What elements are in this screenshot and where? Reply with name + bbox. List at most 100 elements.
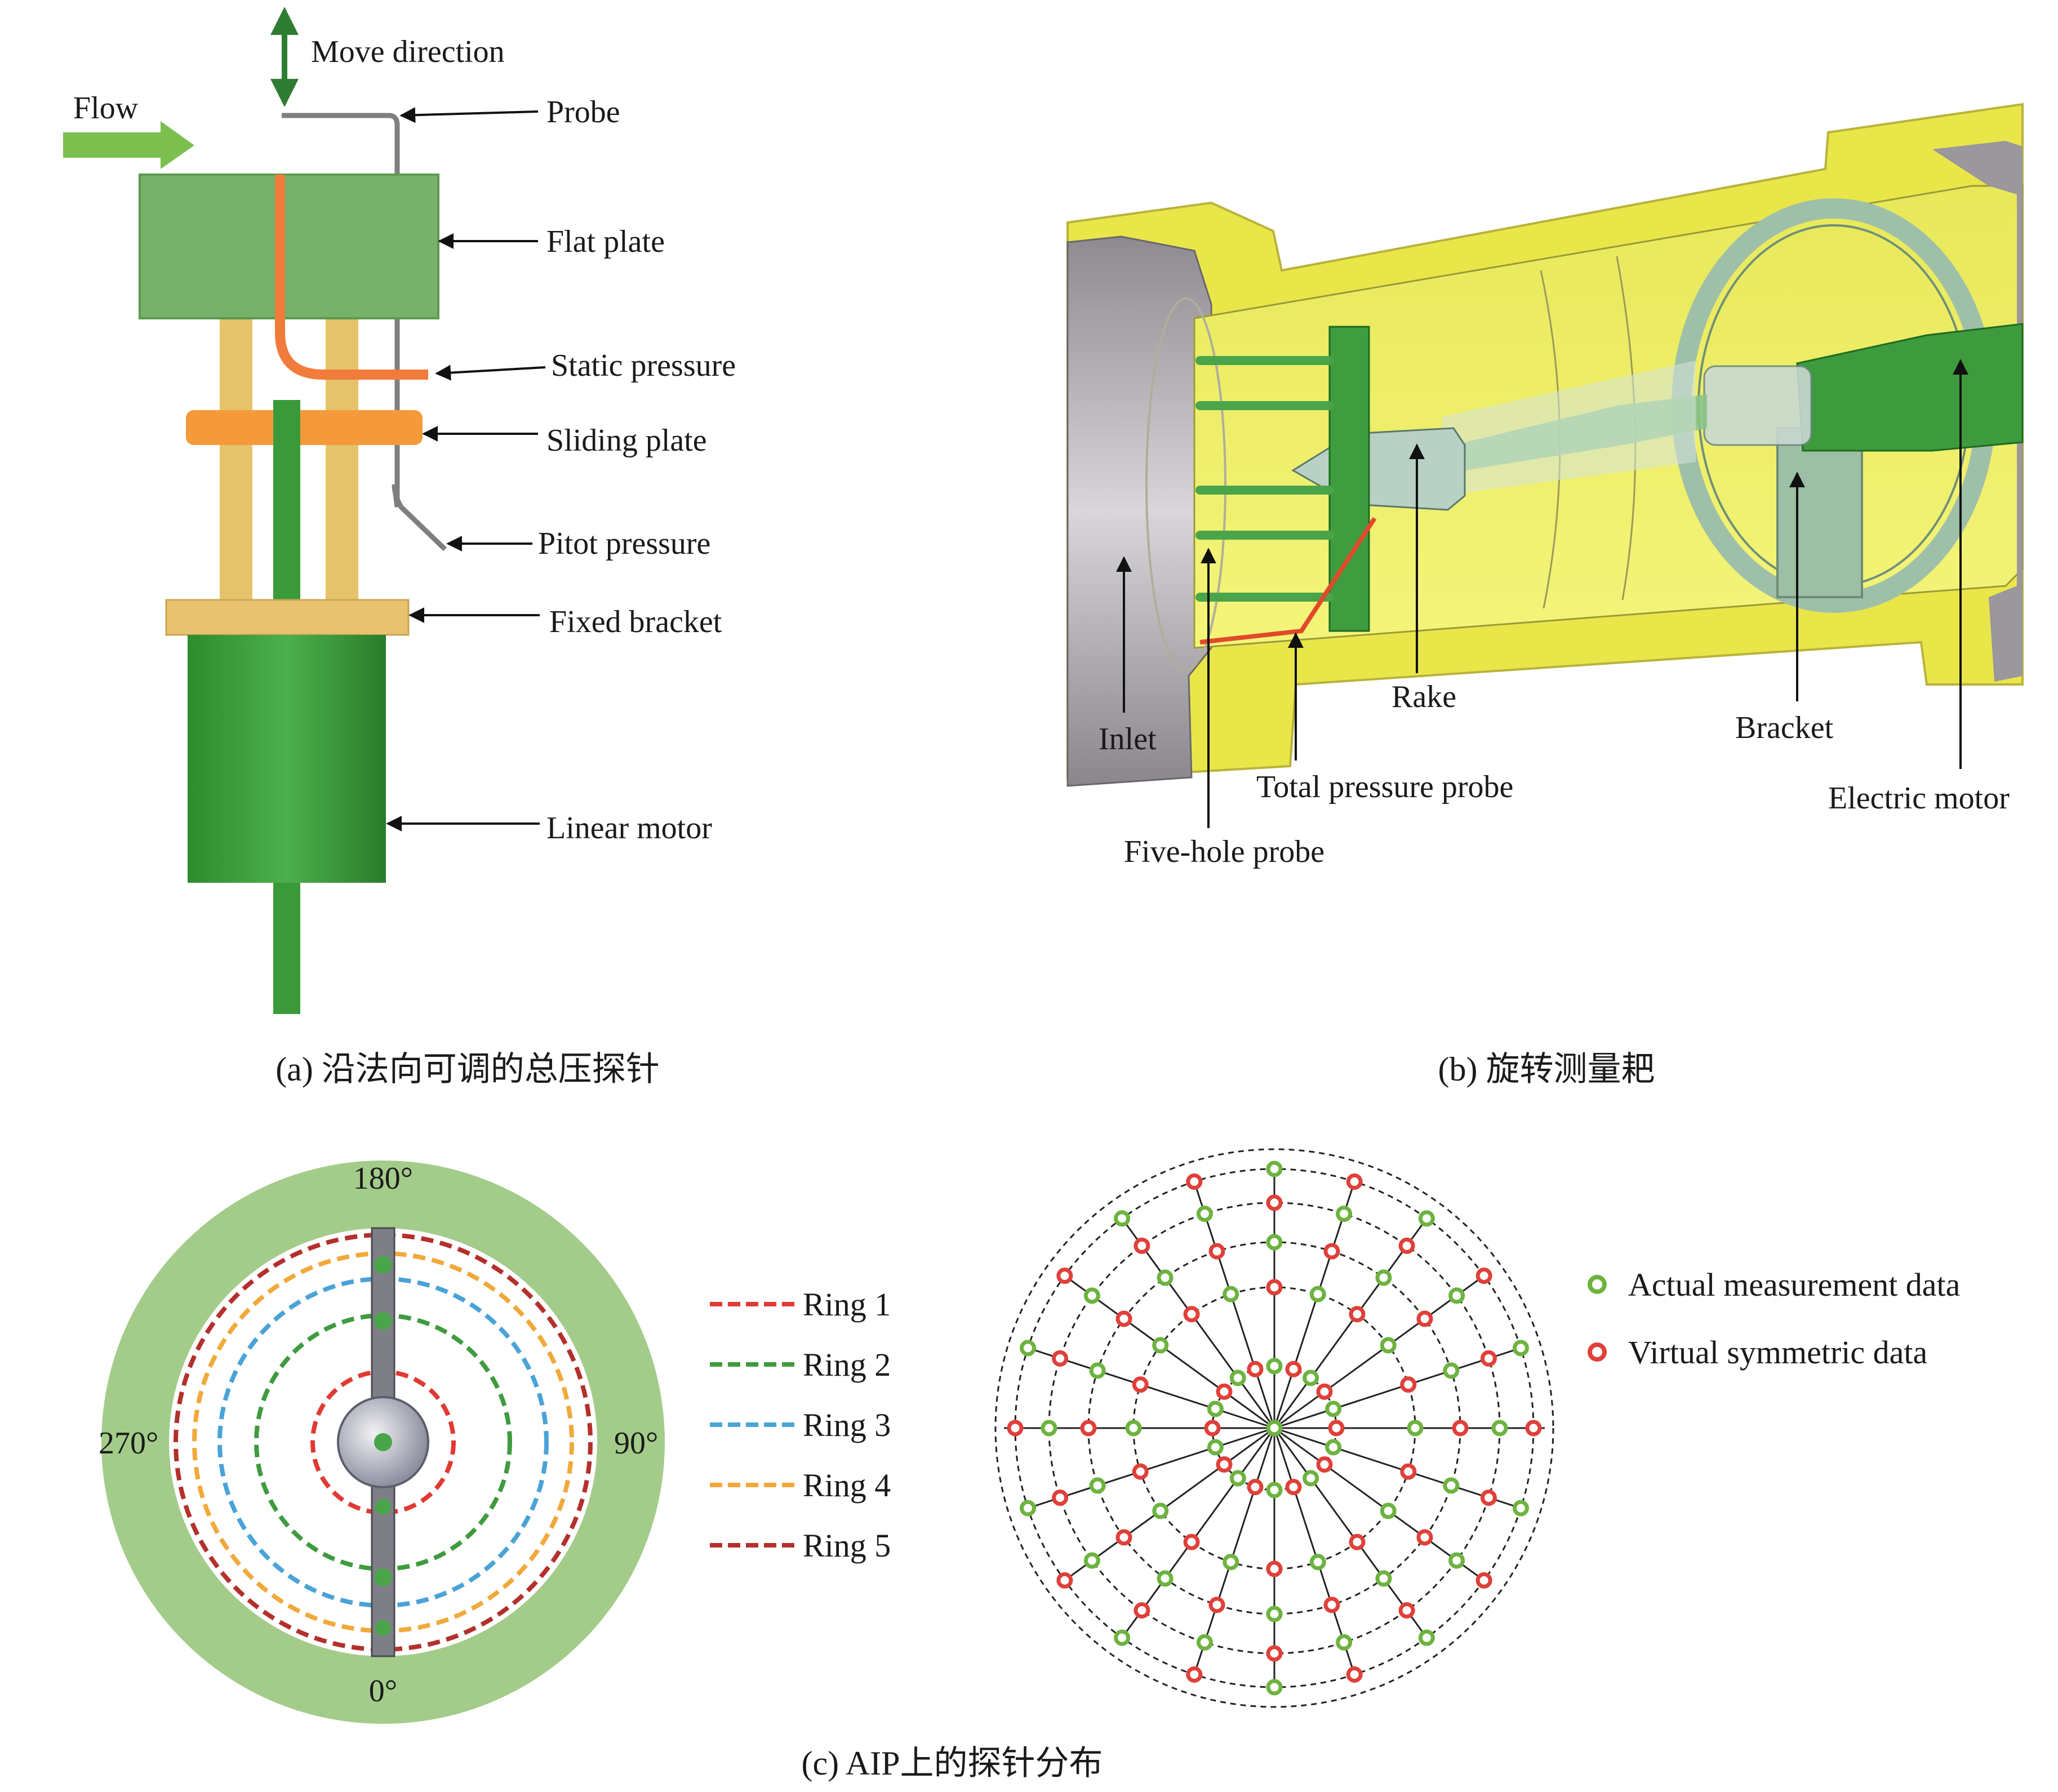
actual-data-point bbox=[1229, 1369, 1246, 1386]
grid-spoke bbox=[1273, 1217, 1428, 1429]
linear-motor bbox=[188, 635, 386, 883]
actual-data-point bbox=[1196, 1206, 1213, 1222]
actual-data-point bbox=[1443, 1477, 1460, 1494]
actual-data-label: Actual measurement data bbox=[1628, 1266, 1960, 1303]
virtual-data-point bbox=[1323, 1597, 1340, 1613]
virtual-data-point bbox=[1452, 1420, 1469, 1437]
virtual-data-point bbox=[1247, 1360, 1264, 1377]
grid-ring-6 bbox=[994, 1148, 1554, 1708]
actual-data-point bbox=[1336, 1634, 1353, 1651]
flat-plate bbox=[139, 174, 439, 319]
actual-data-point bbox=[1512, 1340, 1529, 1357]
virtual-data-point bbox=[1525, 1420, 1542, 1437]
outlet-flange bbox=[1932, 141, 2023, 682]
rake-plate bbox=[1328, 326, 1370, 632]
sliding-plate bbox=[186, 410, 423, 445]
actual-data-point bbox=[1207, 1439, 1224, 1456]
actual-data-point bbox=[1152, 1502, 1169, 1519]
virtual-data-point bbox=[1266, 1194, 1283, 1211]
motor-hub bbox=[1703, 365, 1812, 446]
actual-data-point bbox=[1380, 1337, 1397, 1354]
virtual-data-point bbox=[1080, 1420, 1097, 1437]
bracket-stand bbox=[1776, 427, 1863, 598]
grid-spoke bbox=[1028, 1427, 1275, 1509]
virtual-data-point bbox=[1349, 1306, 1366, 1323]
static-pressure-leader bbox=[435, 364, 546, 381]
ring-3-label: Ring 3 bbox=[803, 1407, 891, 1443]
actual-data-point bbox=[1448, 1552, 1465, 1569]
actual-data-point bbox=[1089, 1362, 1106, 1379]
right-leg bbox=[326, 318, 358, 600]
virtual-data-point bbox=[1132, 1463, 1149, 1480]
fixed-bracket bbox=[165, 599, 410, 636]
ring-legend: Ring 1 Ring 2 Ring 3 Ring 4 Ring 5 bbox=[710, 1286, 891, 1564]
angle-90-label: 90° bbox=[614, 1426, 658, 1461]
actual-data-point bbox=[1125, 1420, 1142, 1437]
grid-spoke bbox=[1121, 1428, 1275, 1639]
actual-data-point bbox=[1266, 1606, 1283, 1622]
panel-a: Move direction Flow Probe Flat plate bbox=[63, 7, 736, 1088]
bore-ring bbox=[1145, 297, 1226, 672]
virtual-data-point bbox=[1052, 1350, 1069, 1367]
grid-spoke bbox=[1193, 1428, 1275, 1675]
virtual-data-point bbox=[1266, 1645, 1283, 1662]
pitot-pressure-label: Pitot pressure bbox=[538, 526, 710, 561]
actual-data-point bbox=[1089, 1477, 1106, 1494]
actual-data-point bbox=[1309, 1286, 1326, 1302]
actual-data-point bbox=[1266, 1679, 1283, 1696]
grid-spoke bbox=[1274, 1427, 1521, 1509]
total-pressure-probe-label: Total pressure probe bbox=[1256, 770, 1513, 804]
panel-c-caption: (c) AIP上的探针分布 bbox=[802, 1745, 1103, 1782]
virtual-data-point bbox=[1316, 1383, 1333, 1400]
probe-leader bbox=[399, 107, 539, 123]
flat-plate-label: Flat plate bbox=[546, 224, 665, 259]
virtual-data-point bbox=[1398, 1237, 1415, 1254]
actual-data-point bbox=[1375, 1570, 1392, 1587]
grid-spoke bbox=[1274, 1347, 1521, 1429]
virtual-data-point bbox=[1400, 1463, 1417, 1480]
actual-data-point bbox=[1303, 1470, 1319, 1487]
bracket-label: Bracket bbox=[1735, 710, 1834, 745]
probe-distribution-grid bbox=[994, 1148, 1554, 1708]
grid-spoke bbox=[1273, 1428, 1355, 1675]
virtual-data-swatch bbox=[1588, 1342, 1607, 1362]
left-leg bbox=[220, 318, 252, 600]
angle-180-label: 180° bbox=[353, 1161, 413, 1196]
virtual-data-point bbox=[1115, 1310, 1132, 1327]
grid-spoke bbox=[1064, 1427, 1275, 1581]
static-pressure-tube bbox=[275, 175, 428, 380]
actual-data-point bbox=[1083, 1287, 1100, 1304]
virtual-data-point bbox=[1204, 1420, 1221, 1437]
virtual-data-label: Virtual symmetric data bbox=[1628, 1334, 1927, 1371]
virtual-data-point bbox=[1475, 1572, 1492, 1589]
virtual-data-point bbox=[1266, 1560, 1283, 1577]
actual-data-point bbox=[1207, 1400, 1224, 1417]
rake-label: Rake bbox=[1392, 679, 1456, 714]
static-pressure-label: Static pressure bbox=[551, 348, 736, 383]
virtual-data-point bbox=[1186, 1173, 1203, 1190]
actual-data-point bbox=[1152, 1337, 1169, 1354]
ring-5-label: Ring 5 bbox=[803, 1527, 891, 1564]
actual-data-point bbox=[1266, 1482, 1283, 1498]
grid-spoke bbox=[1064, 1275, 1275, 1429]
rake-probes bbox=[374, 1256, 392, 1636]
virtual-data-point bbox=[1208, 1597, 1225, 1613]
panel-b-caption: (b) 旋转测量耙 bbox=[1438, 1051, 1655, 1088]
flow-arrow bbox=[63, 121, 194, 169]
virtual-data-point bbox=[1056, 1572, 1073, 1589]
inlet-label: Inlet bbox=[1099, 722, 1157, 757]
light-cone bbox=[1442, 361, 1696, 496]
actual-data-point bbox=[1375, 1269, 1392, 1286]
grid-spoke bbox=[1273, 1181, 1355, 1429]
inlet-flange bbox=[1066, 235, 1212, 787]
electric-motor-label: Electric motor bbox=[1828, 781, 2010, 816]
virtual-data-point bbox=[1480, 1489, 1497, 1506]
panel-b: Inlet Rake Bracket Total pressure probe … bbox=[1066, 103, 2024, 1088]
virtual-data-point bbox=[1183, 1533, 1200, 1550]
grid-spoke bbox=[1028, 1347, 1275, 1429]
ring-5-circle bbox=[174, 1233, 593, 1652]
five-hole-probe-label: Five-hole probe bbox=[1124, 834, 1324, 869]
actual-data-point bbox=[1020, 1340, 1037, 1357]
probe-wire bbox=[282, 113, 447, 552]
